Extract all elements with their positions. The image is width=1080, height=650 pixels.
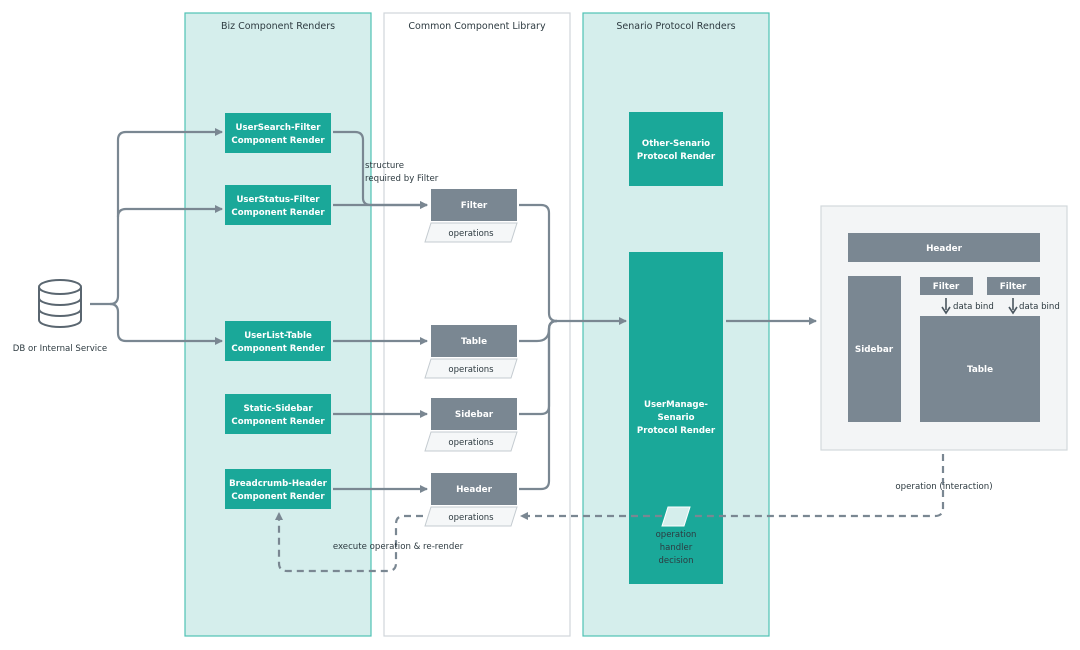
biz-render-label: Component Render <box>231 492 325 502</box>
lane-title-senario: Senario Protocol Renders <box>616 21 735 32</box>
common-component-label: Filter <box>461 201 488 211</box>
lane-title-common: Common Component Library <box>408 21 546 32</box>
biz-render-label: Component Render <box>231 208 325 218</box>
data-bind-label: data bind <box>1019 302 1060 312</box>
operations-label: operations <box>448 513 494 523</box>
database-icon <box>38 279 82 328</box>
senario-render-label: Protocol Render <box>637 426 716 436</box>
data-bind-label: data bind <box>953 302 994 312</box>
result-ui-filter-label: Filter <box>933 282 960 292</box>
common-component-sidebar[interactable]: Sidebar operations <box>424 398 518 452</box>
biz-render-static-sidebar[interactable]: Static-Sidebar Component Render <box>225 394 331 434</box>
biz-render-userlist-table[interactable]: UserList-Table Component Render <box>225 321 331 361</box>
execute-rerender-label: execute operation & re-render <box>333 542 464 552</box>
biz-render-breadcrumb-header[interactable]: Breadcrumb-Header Component Render <box>225 469 331 509</box>
operations-badge <box>424 358 518 379</box>
biz-render-label: UserStatus-Filter <box>236 195 320 205</box>
result-ui-table-label: Table <box>967 365 993 375</box>
biz-render-label: UserList-Table <box>244 331 312 341</box>
operations-label: operations <box>448 229 494 239</box>
biz-render-userstatus-filter[interactable]: UserStatus-Filter Component Render <box>225 185 331 225</box>
biz-render-label: Static-Sidebar <box>243 404 313 414</box>
operations-badge <box>424 431 518 452</box>
common-component-header[interactable]: Header operations <box>424 473 518 527</box>
senario-render-label: Senario <box>657 413 694 423</box>
handler-label: handler <box>660 543 693 553</box>
common-component-label: Table <box>461 337 487 347</box>
senario-render-label: UserManage- <box>644 400 708 410</box>
interaction-feedback-connectors <box>275 454 945 573</box>
biz-render-label: Component Render <box>231 344 325 354</box>
biz-render-label: Component Render <box>231 136 325 146</box>
lane-common-component-library: Common Component Library <box>383 12 571 637</box>
biz-render-label: UserSearch-Filter <box>236 123 322 133</box>
operation-handler-decision: operation handler decision <box>656 506 697 566</box>
senario-render-other[interactable]: Other-Senario Protocol Render <box>629 112 723 186</box>
operation-interaction-label: operation (interaction) <box>895 482 992 492</box>
result-ui-filter-label: Filter <box>1000 282 1027 292</box>
result-ui-filter-1[interactable]: Filter <box>920 277 973 295</box>
lane-title-biz: Biz Component Renders <box>221 21 335 32</box>
biz-to-common-connectors <box>333 130 428 493</box>
operations-label: operations <box>448 365 494 375</box>
data-bind-arrow-2: data bind <box>1008 298 1060 315</box>
senario-render-usermanage[interactable]: UserManage- Senario Protocol Render <box>629 252 723 584</box>
result-ui-header-label: Header <box>926 244 963 254</box>
common-component-table[interactable]: Table operations <box>424 325 518 379</box>
senario-render-label: Other-Senario <box>642 139 710 149</box>
common-component-label: Header <box>456 485 493 495</box>
operations-badge <box>424 506 518 527</box>
result-ui-header[interactable]: Header <box>848 233 1040 262</box>
structure-label-line2: required by Filter <box>365 174 439 184</box>
result-ui-table[interactable]: Table <box>920 316 1040 422</box>
result-ui-panel: Header Sidebar Filter Filter data bind d… <box>820 205 1068 451</box>
operations-label: operations <box>448 438 494 448</box>
handler-label: operation <box>656 530 697 540</box>
common-component-filter[interactable]: Filter operations <box>424 189 518 243</box>
biz-render-usersearch-filter[interactable]: UserSearch-Filter Component Render <box>225 113 331 153</box>
senario-render-label: Protocol Render <box>637 152 716 162</box>
structure-label-line1: structure <box>365 161 404 171</box>
biz-render-label: Breadcrumb-Header <box>229 479 327 489</box>
handler-label: decision <box>658 556 693 566</box>
common-component-label: Sidebar <box>455 410 494 420</box>
result-ui-filter-2[interactable]: Filter <box>987 277 1040 295</box>
source-label: DB or Internal Service <box>13 344 107 354</box>
biz-render-label: Component Render <box>231 417 325 427</box>
operations-badge <box>424 222 518 243</box>
data-bind-arrow-1: data bind <box>941 298 994 315</box>
common-to-senario-connectors <box>519 203 627 491</box>
result-ui-sidebar-label: Sidebar <box>855 345 894 355</box>
source-connectors <box>90 128 223 345</box>
result-ui-sidebar[interactable]: Sidebar <box>848 276 901 422</box>
